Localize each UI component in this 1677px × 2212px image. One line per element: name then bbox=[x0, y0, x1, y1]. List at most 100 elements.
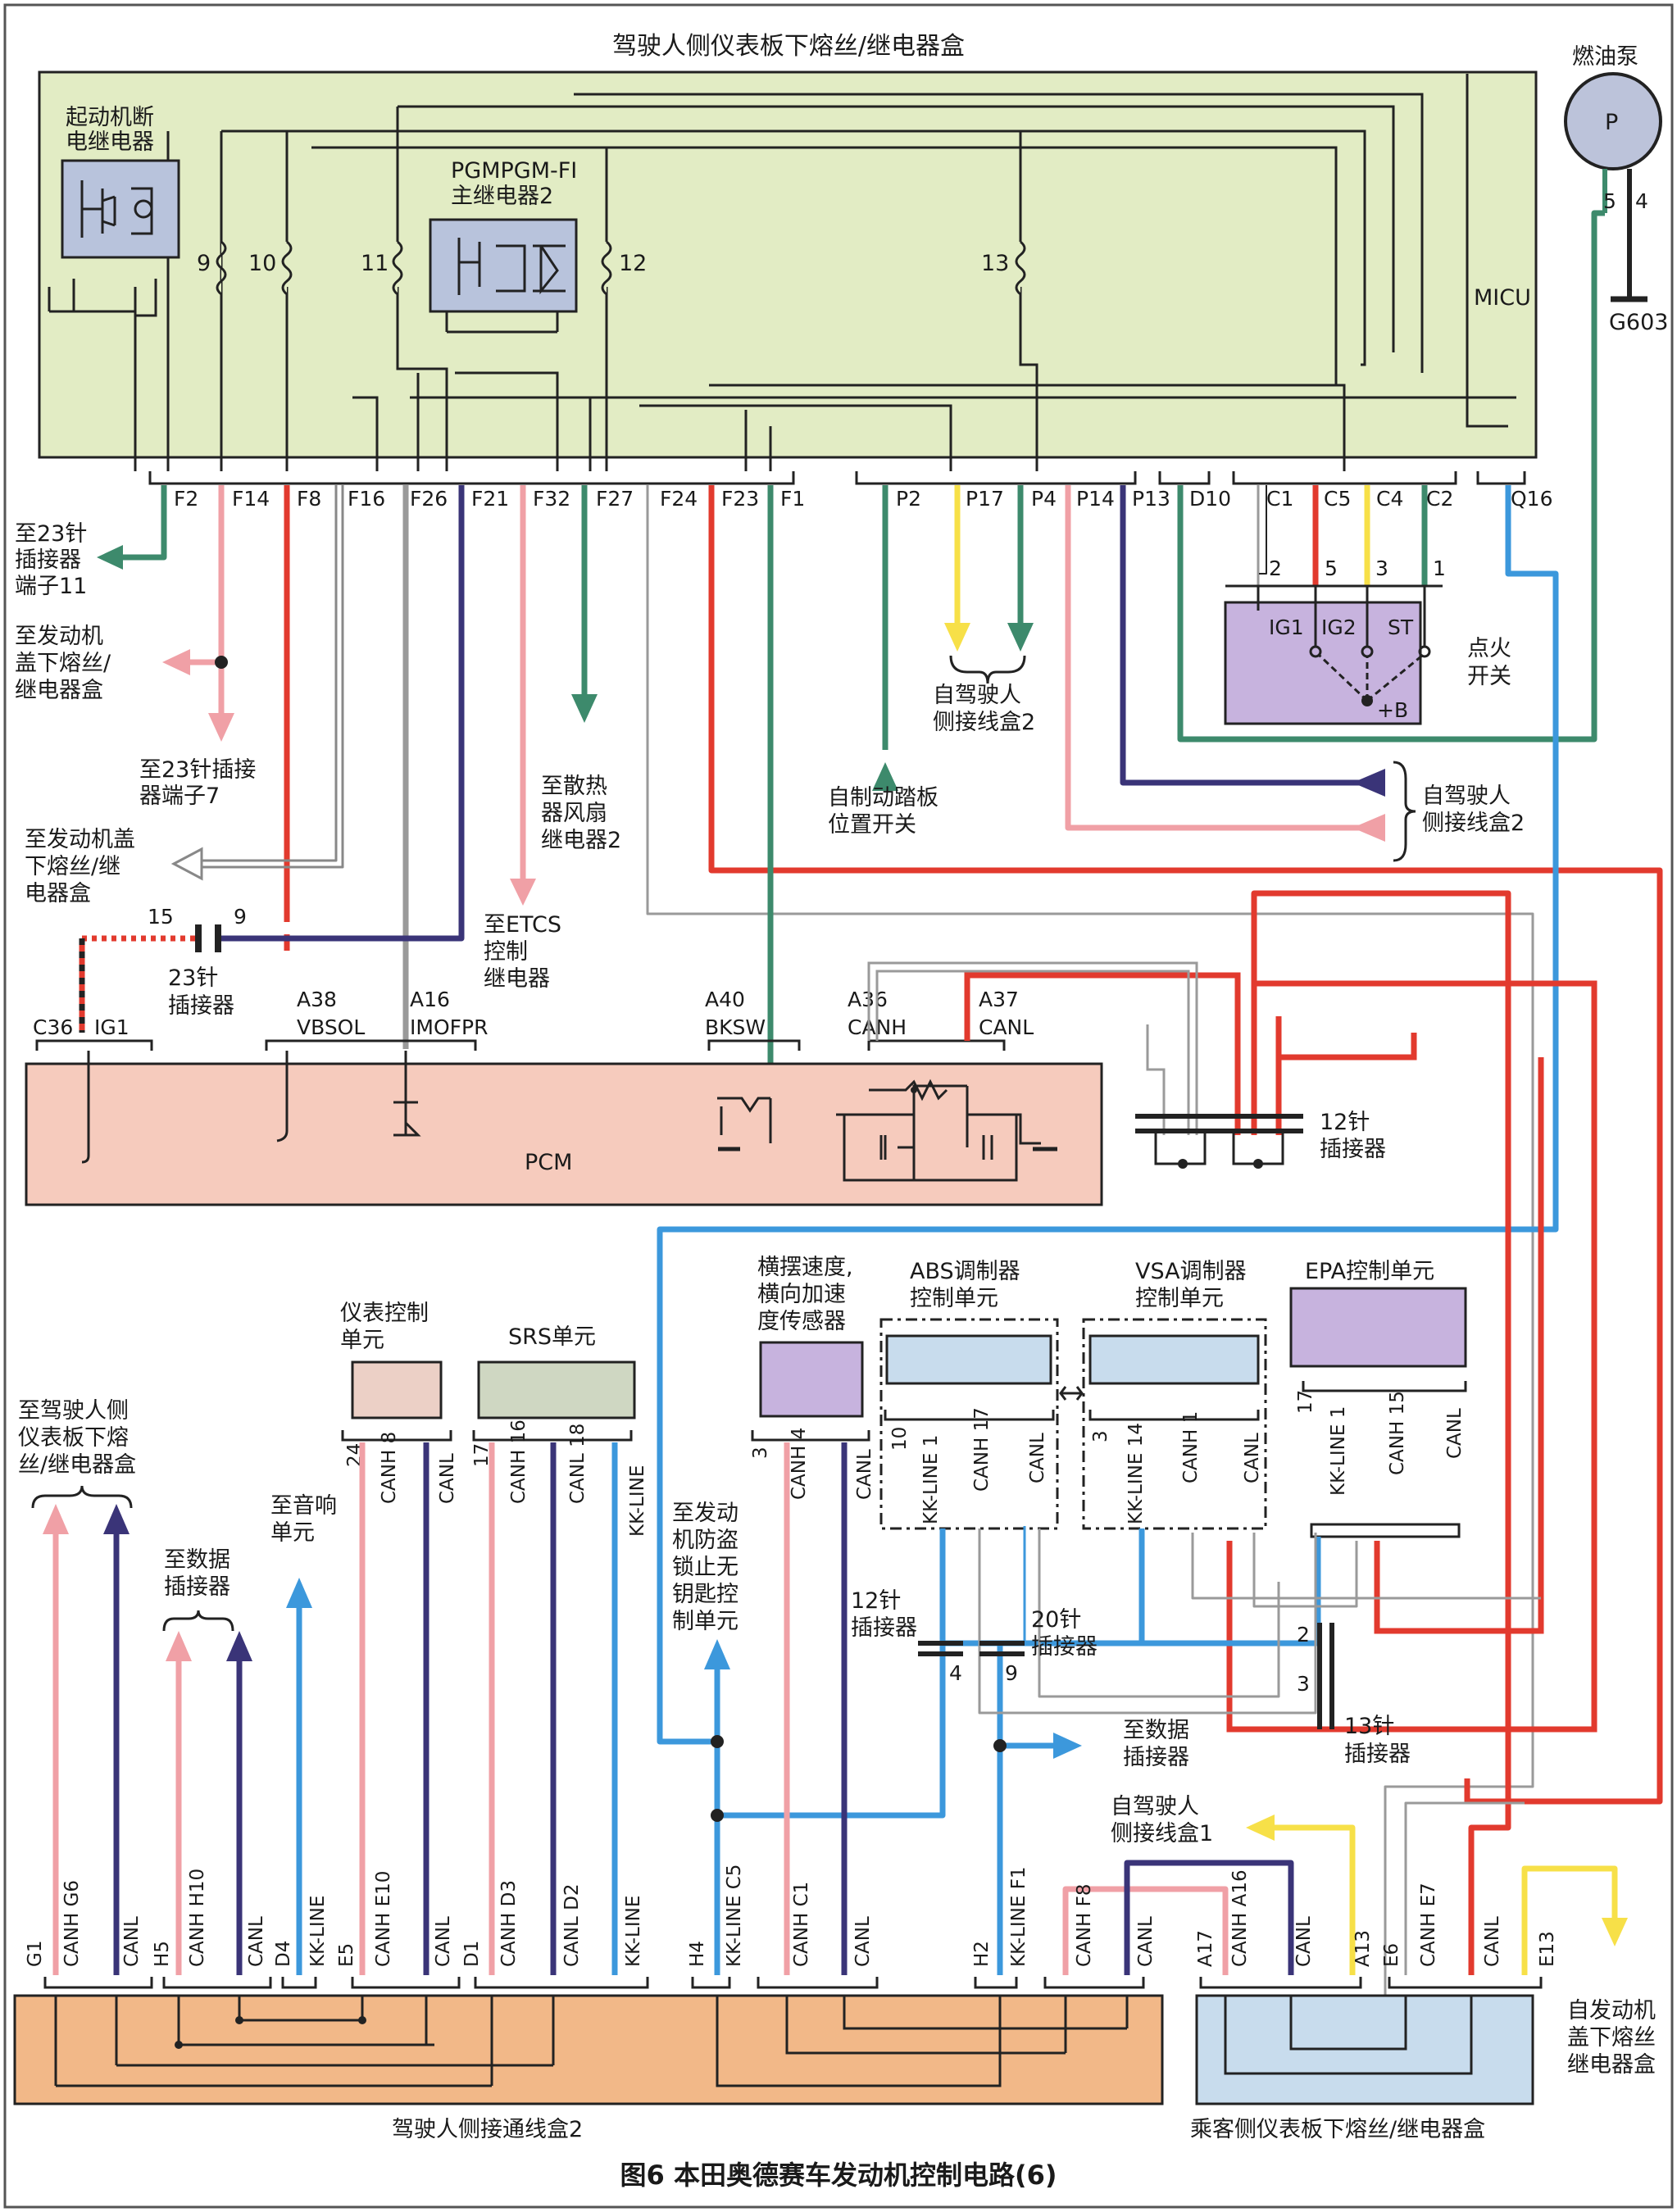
meter-pin-canh: CANH 8 bbox=[379, 1432, 400, 1504]
pcm-pin-VBSOL: VBSOL bbox=[297, 1015, 365, 1039]
callout-fan-1: 至散热 bbox=[541, 774, 607, 799]
module-meter: 仪表控制 单元 bbox=[340, 1301, 443, 1419]
wire-F8-canh bbox=[1062, 1886, 1229, 1975]
epa-title: EPA控制单元 bbox=[1305, 1259, 1434, 1284]
callout-hoodbox-1: 自发动机 bbox=[1567, 1998, 1656, 2024]
terminal-Q16: Q16 bbox=[1511, 487, 1553, 511]
c12b-label-1: 12针 bbox=[851, 1588, 901, 1614]
wire-A13 bbox=[1266, 1824, 1356, 1975]
pcm-pin-BKSW: BKSW bbox=[705, 1015, 766, 1039]
upper-arrows bbox=[97, 545, 1385, 906]
connector-12pin-b: 12针 插接器 4 bbox=[851, 1588, 963, 1685]
connector-23pin: 15 9 23针 插接器 bbox=[79, 905, 247, 1033]
bpin-E10: CANH E10 bbox=[373, 1871, 394, 1967]
callout-etcs-3: 继电器 bbox=[484, 966, 550, 992]
yaw-title-3: 度传感器 bbox=[757, 1309, 846, 1334]
callout-djb2b-1: 自驾驶人 bbox=[1422, 784, 1511, 809]
bpin-E-canl: CANL bbox=[433, 1916, 454, 1967]
wire-F21 bbox=[220, 485, 465, 942]
pcm-pin-A40: A40 bbox=[705, 988, 745, 1011]
abs-pin-canl: CANL bbox=[1027, 1433, 1048, 1483]
vsa-pin-canl: CANL bbox=[1242, 1433, 1263, 1483]
fuse-13-label: 13 bbox=[981, 251, 1009, 276]
bpin-G6: CANH G6 bbox=[61, 1880, 83, 1967]
callout-23pin-7-2: 器端子7 bbox=[139, 784, 220, 809]
callout-immo-1: 至发动 bbox=[672, 1501, 739, 1526]
fuel-pump-symbol: P bbox=[1605, 110, 1618, 135]
callout-23pin-11-2: 插接器 bbox=[15, 547, 81, 573]
callout-hoodbox-3: 继电器盒 bbox=[1567, 2052, 1656, 2078]
callout-23pin-11-1: 至23针 bbox=[15, 521, 87, 547]
ig-pin-3: 3 bbox=[1375, 556, 1388, 580]
fuel-pump-pin-5: 5 bbox=[1603, 189, 1616, 213]
ig-pin-1: 1 bbox=[1433, 556, 1446, 580]
terminal-F1: F1 bbox=[780, 487, 805, 511]
pgm-relay-label-1: PGMPGM-FI bbox=[451, 158, 577, 184]
pcm-title: PCM bbox=[525, 1150, 572, 1175]
c20-pin-9: 9 bbox=[1005, 1661, 1018, 1685]
bpin-E13: E13 bbox=[1537, 1931, 1558, 1967]
callout-hood-box2-1: 至发动机盖 bbox=[25, 827, 135, 852]
terminal-F32: F32 bbox=[533, 487, 570, 511]
epa-pin-kkline: KK-LINE 1 bbox=[1328, 1406, 1349, 1496]
wire-D10 bbox=[1177, 210, 1605, 743]
driver-junction-box-2: 驾驶人侧接通线盒2 bbox=[13, 1977, 1164, 2142]
callout-immo-2: 机防盗 bbox=[672, 1528, 739, 1553]
wire-F24 bbox=[646, 485, 1534, 2024]
srs-title: SRS单元 bbox=[508, 1324, 596, 1350]
callout-hoodbox-2: 盖下熔丝 bbox=[1567, 2025, 1656, 2051]
fuel-pump: 燃油泵 P 5 4 G603 bbox=[1564, 44, 1668, 335]
pcm-pin-C36: C36 bbox=[33, 1015, 73, 1039]
micu-label: MICU bbox=[1474, 285, 1531, 311]
bpin-F8: CANH F8 bbox=[1074, 1884, 1095, 1967]
callout-djb1-2: 侧接线盒1 bbox=[1111, 1821, 1213, 1846]
pcm-pin-IG1: IG1 bbox=[94, 1015, 130, 1039]
yaw-pin-canl: CANL bbox=[854, 1449, 875, 1500]
abs-pin-kkline: KK-LINE 1 bbox=[920, 1435, 942, 1524]
ig-pos-IG1: IG1 bbox=[1269, 615, 1304, 639]
callout-hood-box2-2: 下熔丝/继 bbox=[25, 854, 120, 879]
c23-pin-9: 9 bbox=[234, 905, 247, 929]
module-abs: ABS调制器 控制单元 bbox=[879, 1259, 1059, 1530]
wire-Q16 bbox=[657, 485, 1559, 1745]
pcm-pin-IMOFPR: IMOFPR bbox=[410, 1015, 488, 1039]
abs-pin-canh: CANH 17 bbox=[971, 1407, 993, 1492]
bpin-A-canl: CANL bbox=[1293, 1916, 1315, 1967]
meter-title-2: 单元 bbox=[340, 1328, 384, 1353]
bpin-H5: H5 bbox=[152, 1941, 173, 1967]
srs-pin-canh: CANH 16 bbox=[508, 1419, 529, 1504]
wire-A37-canl bbox=[964, 972, 1241, 1135]
terminal-P2: P2 bbox=[896, 487, 921, 511]
bpin-C-canl: CANL bbox=[852, 1916, 874, 1967]
terminal-F24: F24 bbox=[660, 487, 698, 511]
callout-data-b-1: 至数据 bbox=[1123, 1718, 1189, 1743]
terminal-C5: C5 bbox=[1324, 487, 1351, 511]
brace-p13-p14 bbox=[1393, 761, 1416, 862]
terminal-P14: P14 bbox=[1076, 487, 1115, 511]
callout-audio-2: 单元 bbox=[270, 1520, 315, 1546]
wire-E13 bbox=[1521, 1865, 1618, 1975]
callout-brake-2: 位置开关 bbox=[828, 812, 916, 838]
callout-hood-box-2: 盖下熔丝/ bbox=[15, 651, 111, 676]
ground-G603: G603 bbox=[1609, 310, 1668, 335]
c12a-label-1: 12针 bbox=[1320, 1110, 1370, 1135]
callout-immo-4: 钥匙控 bbox=[672, 1582, 739, 1607]
callout-23pin-7-1: 至23针插接 bbox=[139, 757, 256, 783]
callout-djb2a-2: 侧接线盒2 bbox=[933, 710, 1035, 735]
starter-relay-label-1: 起动机断 bbox=[66, 105, 154, 130]
ig-battery: +B bbox=[1377, 698, 1408, 722]
module-pin-labels: 24 CANH 8 CANL 17 CANH 16 CANL 18 KK-LIN… bbox=[344, 1390, 1466, 1537]
fuse-9-label: 9 bbox=[197, 251, 211, 276]
callout-djb1-1: 自驾驶人 bbox=[1111, 1794, 1199, 1819]
bpin-E6: E6 bbox=[1381, 1943, 1402, 1967]
callout-fusebox-1: 至驾驶人侧 bbox=[18, 1398, 129, 1424]
terminal-C1: C1 bbox=[1266, 487, 1293, 511]
upper-callouts: 至23针 插接器 端子11 至发动机 盖下熔丝/ 继电器盒 至23针插接 器端子… bbox=[15, 521, 1525, 992]
fuse-12-label: 12 bbox=[619, 251, 647, 276]
terminal-F8: F8 bbox=[297, 487, 321, 511]
brace-p17-p4 bbox=[949, 655, 1026, 684]
ig-title-1: 点火 bbox=[1467, 636, 1511, 661]
figure-caption: 图6 本田奥德赛车发动机控制电路(6) bbox=[620, 2160, 1057, 2191]
c13-label-2: 插接器 bbox=[1344, 1742, 1411, 1767]
wire-F8-canl bbox=[1124, 1860, 1294, 1975]
